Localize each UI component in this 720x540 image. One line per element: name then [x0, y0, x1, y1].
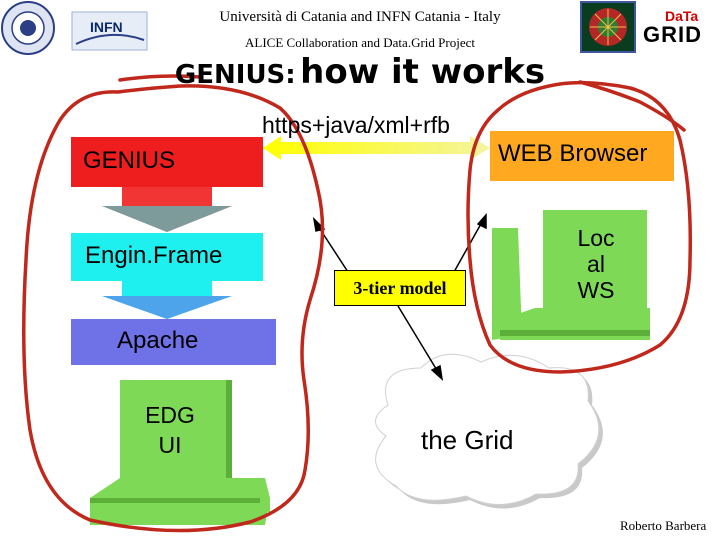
engine-frame-box: Engin.Frame: [71, 233, 263, 281]
web-browser-box: WEB Browser: [490, 131, 674, 181]
arrow-engine-to-apache: [102, 281, 232, 319]
page-title-prefix: GENIUS:: [174, 60, 296, 90]
university-logo: [1, 1, 55, 55]
edg-ui-label-line2: UI: [158, 432, 182, 458]
https-double-arrow: [263, 136, 490, 160]
genius-box: GENIUS: [71, 137, 263, 187]
web-browser-label: WEB Browser: [498, 140, 648, 167]
arrow-genius-to-engine: [102, 187, 232, 232]
edg-ui-computer: [90, 380, 270, 525]
infn-logo: INFN: [72, 12, 147, 50]
page-title-main: how it works: [300, 52, 546, 92]
alice-event-image: [580, 1, 636, 53]
three-tier-model-label: 3-tier model: [353, 278, 447, 298]
infn-logo-text: INFN: [90, 19, 123, 35]
datagrid-logo-bottom: GRID: [643, 22, 702, 47]
page-title: GENIUS: how it works: [0, 52, 720, 92]
tier-outlines: [22, 74, 693, 533]
local-ws-computer: [492, 210, 650, 340]
grid-cloud-label: the Grid: [421, 425, 514, 455]
apache-box: Apache: [71, 319, 276, 365]
local-ws-label: Loc al WS: [568, 225, 624, 303]
local-ws-label-line1: Loc: [577, 225, 615, 251]
edg-ui-label: EDG UI: [140, 400, 200, 460]
local-ws-label-line3: WS: [577, 277, 615, 303]
client-tier-outline: [466, 80, 693, 374]
three-tier-model-box: 3-tier model: [334, 270, 466, 306]
server-tier-outline: [22, 84, 325, 533]
edg-ui-label-line1: EDG: [145, 402, 195, 428]
engine-frame-label: Engin.Frame: [85, 242, 223, 269]
header-project: ALICE Collaboration and Data.Grid Projec…: [245, 35, 475, 50]
author-credit: Roberto Barbera: [620, 518, 707, 533]
protocol-label: https+java/xml+rfb: [262, 112, 450, 138]
datagrid-logo-top: DaTa: [665, 8, 699, 24]
apache-label: Apache: [117, 327, 199, 354]
genius-box-label: GENIUS: [83, 147, 176, 174]
local-ws-label-line2: al: [587, 251, 605, 277]
datagrid-logo: DaTa GRID: [641, 8, 717, 50]
header-affiliation: Università di Catania and INFN Catania -…: [219, 9, 501, 25]
title-underline-left: [118, 74, 202, 82]
infn-logo-shape: [71, 11, 148, 51]
grid-cloud: [375, 353, 603, 509]
title-underline-right: [578, 80, 686, 132]
